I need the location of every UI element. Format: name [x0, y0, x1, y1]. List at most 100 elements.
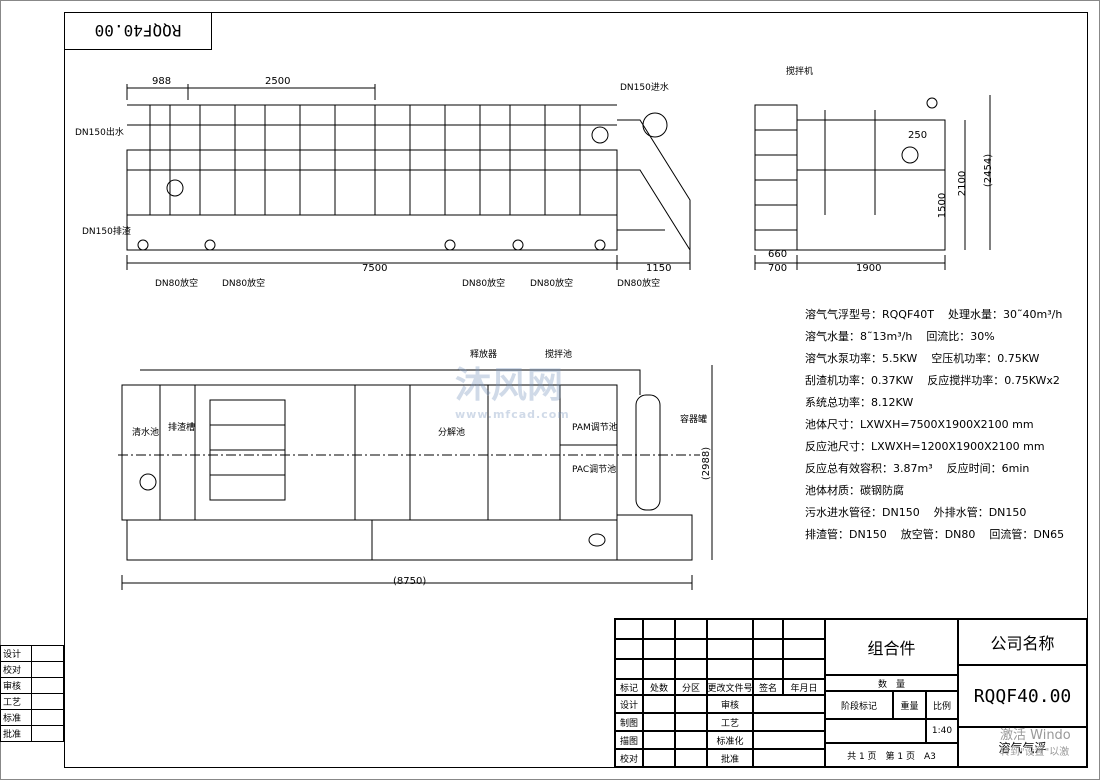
- watermark-sub: www.mfcad.com: [455, 408, 570, 421]
- spec-item: 溶气水量：8˜13m³/h: [805, 330, 913, 343]
- revision-cell: [707, 659, 753, 679]
- revision-cell: [615, 639, 643, 659]
- front-view: [126, 84, 691, 270]
- top-view: [118, 365, 713, 590]
- revision-cell: [675, 639, 707, 659]
- left-tb-label: 标准: [0, 709, 32, 726]
- signoff-cell: [643, 749, 675, 767]
- left-tb-value: [31, 645, 64, 662]
- platform: [616, 514, 693, 561]
- label-dn150-inlet: DN150进水: [620, 83, 669, 93]
- spec-item: 处理水量：30˜40m³/h: [948, 308, 1063, 321]
- scale-value: 1:40: [926, 719, 958, 743]
- spec-item: 溶气气浮型号：RQQF40T: [805, 308, 935, 321]
- label-dn80-3: DN80放空: [462, 279, 506, 289]
- left-title-block: 设计校对审核工艺标准批准: [0, 645, 64, 742]
- staircase: [617, 119, 691, 255]
- left-tb-row: 标准: [0, 709, 64, 726]
- stage-label: 阶段标记: [825, 691, 893, 719]
- label-mixer-pool: 搅拌池: [545, 350, 573, 360]
- revision-header: 更改文件号: [707, 679, 753, 695]
- label-dn150-drain: DN150排渣: [82, 227, 131, 237]
- revision-cell: [753, 619, 783, 639]
- revision-cell: [675, 619, 707, 639]
- revision-cell: [675, 659, 707, 679]
- tank-body: [126, 149, 618, 251]
- revision-cell: [643, 659, 675, 679]
- label-releaser: 释放器: [470, 350, 498, 360]
- left-tb-label: 校对: [0, 661, 32, 678]
- stage-value: [825, 719, 926, 743]
- spec-row: 池体尺寸：LXWXH=7500X1900X2100 mm: [805, 414, 1078, 436]
- signoff-cell: [643, 731, 675, 749]
- dim-8750: (8750): [393, 576, 427, 587]
- signoff-cell: 审核: [707, 695, 753, 713]
- revision-cell: [707, 619, 753, 639]
- spec-item: 污水进水管径：DN150: [805, 506, 920, 519]
- spec-item: 回流比：30%: [926, 330, 995, 343]
- inlet-pipe-circle: [591, 126, 609, 144]
- dim-2454: (2454): [983, 153, 995, 188]
- left-tb-value: [31, 677, 64, 694]
- revision-cell: [783, 639, 825, 659]
- dim-1500: 1500: [937, 192, 949, 219]
- signoff-cell: [753, 713, 825, 731]
- revision-cell: [783, 659, 825, 679]
- signoff-cell: [753, 749, 825, 767]
- label-pam: PAM调节池: [572, 423, 618, 433]
- spec-item: 池体尺寸：LXWXH=7500X1900X2100 mm: [805, 418, 1034, 431]
- dim-1150: 1150: [646, 263, 672, 274]
- windows-notice-line1: 激活 Windo: [1000, 728, 1071, 743]
- spec-item: 空压机功率：0.75KW: [931, 352, 1040, 365]
- qty-label: 数 量: [825, 675, 958, 691]
- signoff-cell: [675, 713, 707, 731]
- revision-cell: [783, 619, 825, 639]
- spec-item: 刮渣机功率：0.37KW: [805, 374, 914, 387]
- spec-row: 系统总功率：8.12KW: [805, 392, 1078, 414]
- revision-header: 签名: [753, 679, 783, 695]
- dim-2500: 2500: [265, 76, 291, 87]
- assembly-label: 组合件: [825, 619, 958, 675]
- dim-2988: (2988): [701, 446, 713, 481]
- watermark: 沐风网 www.mfcad.com: [455, 356, 570, 421]
- air-tank: [635, 394, 661, 511]
- windows-notice-line2: 转到"设置"以激: [1000, 747, 1070, 758]
- left-tb-label: 设计: [0, 645, 32, 662]
- label-air-tank: 容器罐: [680, 415, 708, 425]
- spec-item: 溶气水泵功率：5.5KW: [805, 352, 918, 365]
- handrail-posts: [149, 105, 581, 215]
- signoff-cell: [753, 695, 825, 713]
- spec-list: 溶气气浮型号：RQQF40T 处理水量：30˜40m³/h 溶气水量：8˜13m³/…: [805, 304, 1078, 546]
- label-scum-tank: 排渣槽: [168, 423, 196, 433]
- spec-row: 池体材质：碳钢防腐: [805, 480, 1078, 502]
- left-tb-label: 审核: [0, 677, 32, 694]
- left-tb-label: 批准: [0, 725, 32, 742]
- signoff-cell: 制图: [615, 713, 643, 731]
- watermark-main: 沐风网: [455, 365, 564, 406]
- dim-7500: 7500: [362, 263, 388, 274]
- spec-item: 系统总功率：8.12KW: [805, 396, 914, 409]
- drawing-frame: [64, 12, 1088, 768]
- signoff-cell: [643, 695, 675, 713]
- spec-item: 放空管：DN80: [900, 528, 976, 541]
- left-tb-value: [31, 709, 64, 726]
- label-dn150-outlet: DN150出水: [75, 128, 124, 138]
- signoff-cell: [675, 731, 707, 749]
- spec-row: 反应池尺寸：LXWXH=1200X1900X2100 mm: [805, 436, 1078, 458]
- spec-item: 排渣管：DN150: [805, 528, 887, 541]
- side-tank: [796, 119, 946, 251]
- spec-item: 回流管：DN65: [989, 528, 1065, 541]
- spec-row: 溶气气浮型号：RQQF40T 处理水量：30˜40m³/h: [805, 304, 1078, 326]
- revision-header: 分区: [675, 679, 707, 695]
- spec-item: 反应总有效容积：3.87m³: [805, 462, 933, 475]
- left-tb-row: 设计: [0, 645, 64, 662]
- left-tb-row: 校对: [0, 661, 64, 678]
- revision-cell: [753, 659, 783, 679]
- sheet-count: 共 1 页 第 1 页 A3: [825, 743, 958, 767]
- windows-activation-notice: 激活 Windo 转到"设置"以激: [1000, 724, 1071, 758]
- revision-cell: [753, 639, 783, 659]
- signoff-cell: 校对: [615, 749, 643, 767]
- left-tb-value: [31, 725, 64, 742]
- product-name: 溶气气浮: [958, 727, 1087, 767]
